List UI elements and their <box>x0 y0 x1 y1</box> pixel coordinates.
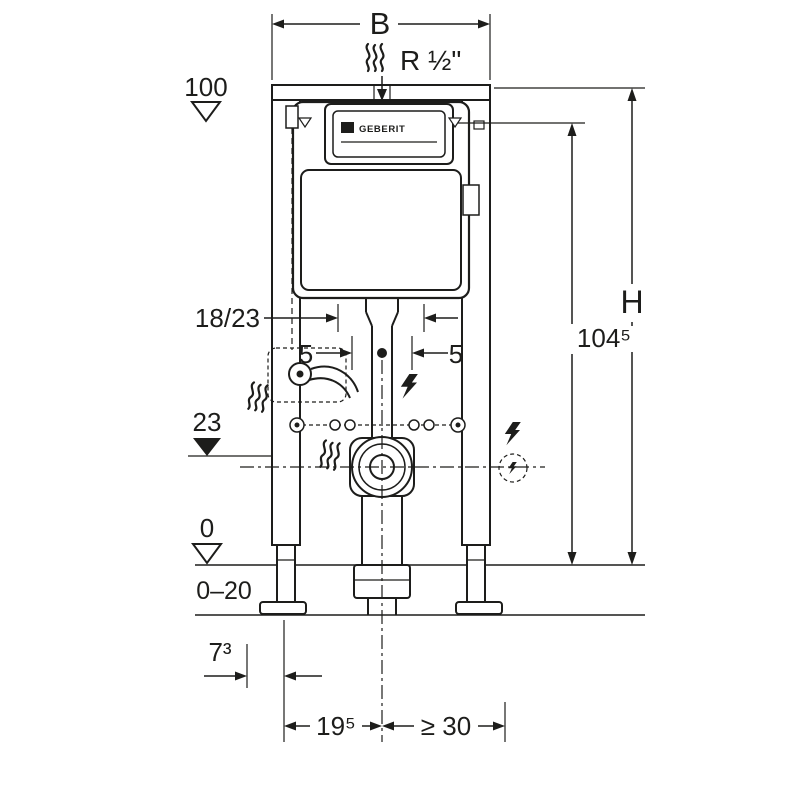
level-triangle-open-icon <box>191 543 223 565</box>
filling-valve-connector <box>462 184 480 216</box>
dim-label-5-left: 5 <box>299 339 313 369</box>
dim-label-h: H <box>620 284 643 320</box>
level-mark-23: 23 <box>188 407 272 457</box>
left-foot-plate <box>259 601 307 615</box>
right-leg <box>466 544 486 603</box>
drain-pipe <box>353 496 411 615</box>
floor-range-label: 0–20 <box>196 577 252 605</box>
dim-label-min-30: ≥ 30 <box>421 711 471 741</box>
flush-plate-inner <box>332 110 446 158</box>
dimension-height-h: H <box>494 87 645 565</box>
brand-logo-icon <box>341 122 354 133</box>
dim-label-5-right: 5 <box>449 339 463 369</box>
level-mark-0: 0 <box>191 513 223 565</box>
cistern-access-opening <box>300 169 462 291</box>
level-mark-100: 100 <box>184 72 228 123</box>
mounting-frame <box>259 84 503 615</box>
dim-label-b: B <box>370 6 391 41</box>
fixing-points-row <box>289 417 466 433</box>
dimension-5-5: 5 5 <box>299 336 463 370</box>
supply-hose <box>310 365 359 393</box>
level-label-23: 23 <box>193 407 222 437</box>
right-foot-plate <box>455 601 503 615</box>
supply-pipe-top <box>285 105 299 129</box>
dimension-18-23: 18/23 <box>195 303 458 333</box>
rail-clip <box>473 120 485 130</box>
dim-label-18-23: 18/23 <box>195 303 260 333</box>
water-supply-assembly <box>267 105 359 403</box>
dimension-width-b: B <box>271 6 491 80</box>
dimension-min-30: ≥ 30 <box>382 702 506 742</box>
dim-label-19-5: 19⁵ <box>316 711 356 741</box>
water-level-mark-left-icon <box>297 117 313 129</box>
dim-label-r-half: R ½" <box>400 45 461 76</box>
dim-label-7-3: 7³ <box>208 637 231 667</box>
water-connection-callout: R ½" <box>377 45 461 101</box>
level-triangle-filled-icon <box>193 438 221 456</box>
centerlines <box>240 360 545 742</box>
dimension-104-5: 104⁵ <box>458 122 638 565</box>
level-label-0: 0 <box>200 513 214 543</box>
flush-pipe <box>365 298 399 437</box>
dimension-19-5: 19⁵ <box>284 711 382 741</box>
dim-label-104-5: 104⁵ <box>577 323 631 353</box>
center-point-dot <box>377 348 387 358</box>
dimension-7-3: 7³ <box>204 620 322 742</box>
dashed-circle-icon <box>498 453 528 483</box>
level-label-100: 100 <box>184 72 227 102</box>
level-triangle-open-icon <box>190 101 222 123</box>
concealed-cistern: GEBERIT <box>291 100 485 300</box>
brand-label: GEBERIT <box>359 124 405 135</box>
left-leg <box>276 544 296 603</box>
